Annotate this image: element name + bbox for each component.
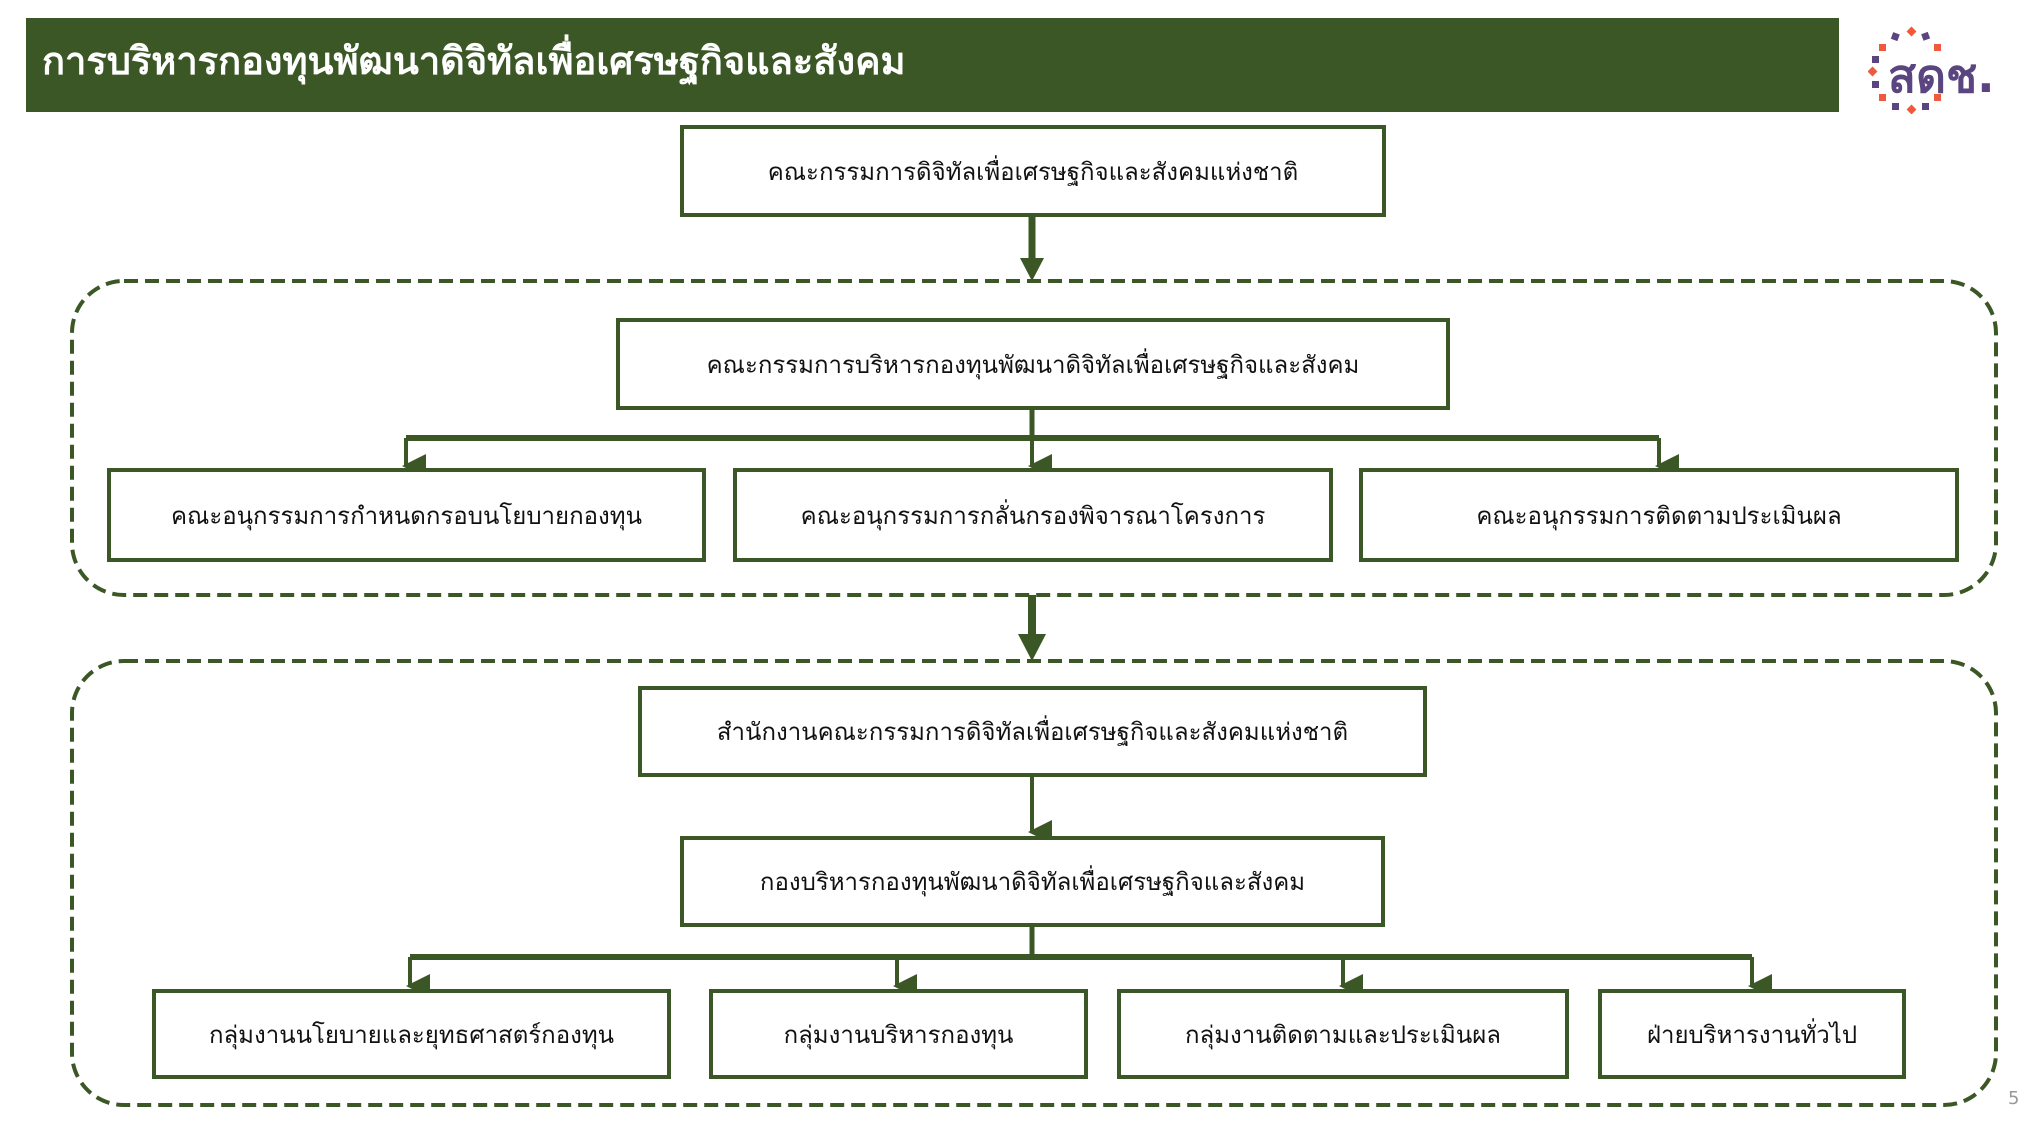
header-bar: การบริหารกองทุนพัฒนาดิจิทัลเพื่อเศรษฐกิจ…: [26, 18, 1839, 112]
box-label: คณะอนุกรรมการกำหนดกรอบนโยบายกองทุน: [171, 501, 642, 530]
evaluation-subcommittee-box: คณะอนุกรรมการติดตามประเมินผล: [1359, 468, 1959, 562]
general-admin-unit-box: ฝ่ายบริหารงานทั่วไป: [1598, 989, 1906, 1079]
national-committee-box: คณะกรรมการดิจิทัลเพื่อเศรษฐกิจและสังคมแห…: [680, 125, 1386, 217]
box-label: กลุ่มงานติดตามและประเมินผล: [1185, 1020, 1501, 1049]
box-label: คณะกรรมการดิจิทัลเพื่อเศรษฐกิจและสังคมแห…: [767, 157, 1299, 186]
monitoring-unit-box: กลุ่มงานติดตามและประเมินผล: [1117, 989, 1569, 1079]
page-title: การบริหารกองทุนพัฒนาดิจิทัลเพื่อเศรษฐกิจ…: [42, 39, 906, 83]
box-label: คณะอนุกรรมการกลั่นกรองพิจารณาโครงการ: [800, 501, 1266, 530]
fund-management-committee-box: คณะกรรมการบริหารกองทุนพัฒนาดิจิทัลเพื่อเ…: [616, 318, 1450, 410]
box-label: สำนักงานคณะกรรมการดิจิทัลเพื่อเศรษฐกิจแล…: [716, 718, 1349, 746]
box-label: กลุ่มงานนโยบายและยุทธศาสตร์กองทุน: [208, 1020, 615, 1049]
page-number: 5: [2008, 1088, 2020, 1109]
fund-division-box: กองบริหารกองทุนพัฒนาดิจิทัลเพื่อเศรษฐกิจ…: [680, 836, 1385, 927]
fund-admin-unit-box: กลุ่มงานบริหารกองทุน: [709, 989, 1088, 1079]
group1-dashed-border: [70, 279, 1998, 597]
office-box: สำนักงานคณะกรรมการดิจิทัลเพื่อเศรษฐกิจแล…: [638, 686, 1427, 777]
logo-dots-icon: [1868, 26, 1941, 114]
box-label: ฝ่ายบริหารงานทั่วไป: [1646, 1020, 1858, 1049]
policy-unit-box: กลุ่มงานนโยบายและยุทธศาสตร์กองทุน: [152, 989, 671, 1079]
box-label: คณะกรรมการบริหารกองทุนพัฒนาดิจิทัลเพื่อเ…: [706, 350, 1360, 379]
box-label: คณะอนุกรรมการติดตามประเมินผล: [1476, 501, 1842, 530]
svg-text:สดช.: สดช.: [1888, 49, 1995, 103]
screening-subcommittee-box: คณะอนุกรรมการกลั่นกรองพิจารณาโครงการ: [733, 468, 1333, 562]
onde-logo: สดช.: [1868, 26, 1995, 114]
policy-subcommittee-box: คณะอนุกรรมการกำหนดกรอบนโยบายกองทุน: [107, 468, 706, 562]
box-label: กลุ่มงานบริหารกองทุน: [783, 1020, 1014, 1049]
group2-dashed-border: [70, 659, 1998, 1107]
box-label: กองบริหารกองทุนพัฒนาดิจิทัลเพื่อเศรษฐกิจ…: [759, 868, 1306, 896]
